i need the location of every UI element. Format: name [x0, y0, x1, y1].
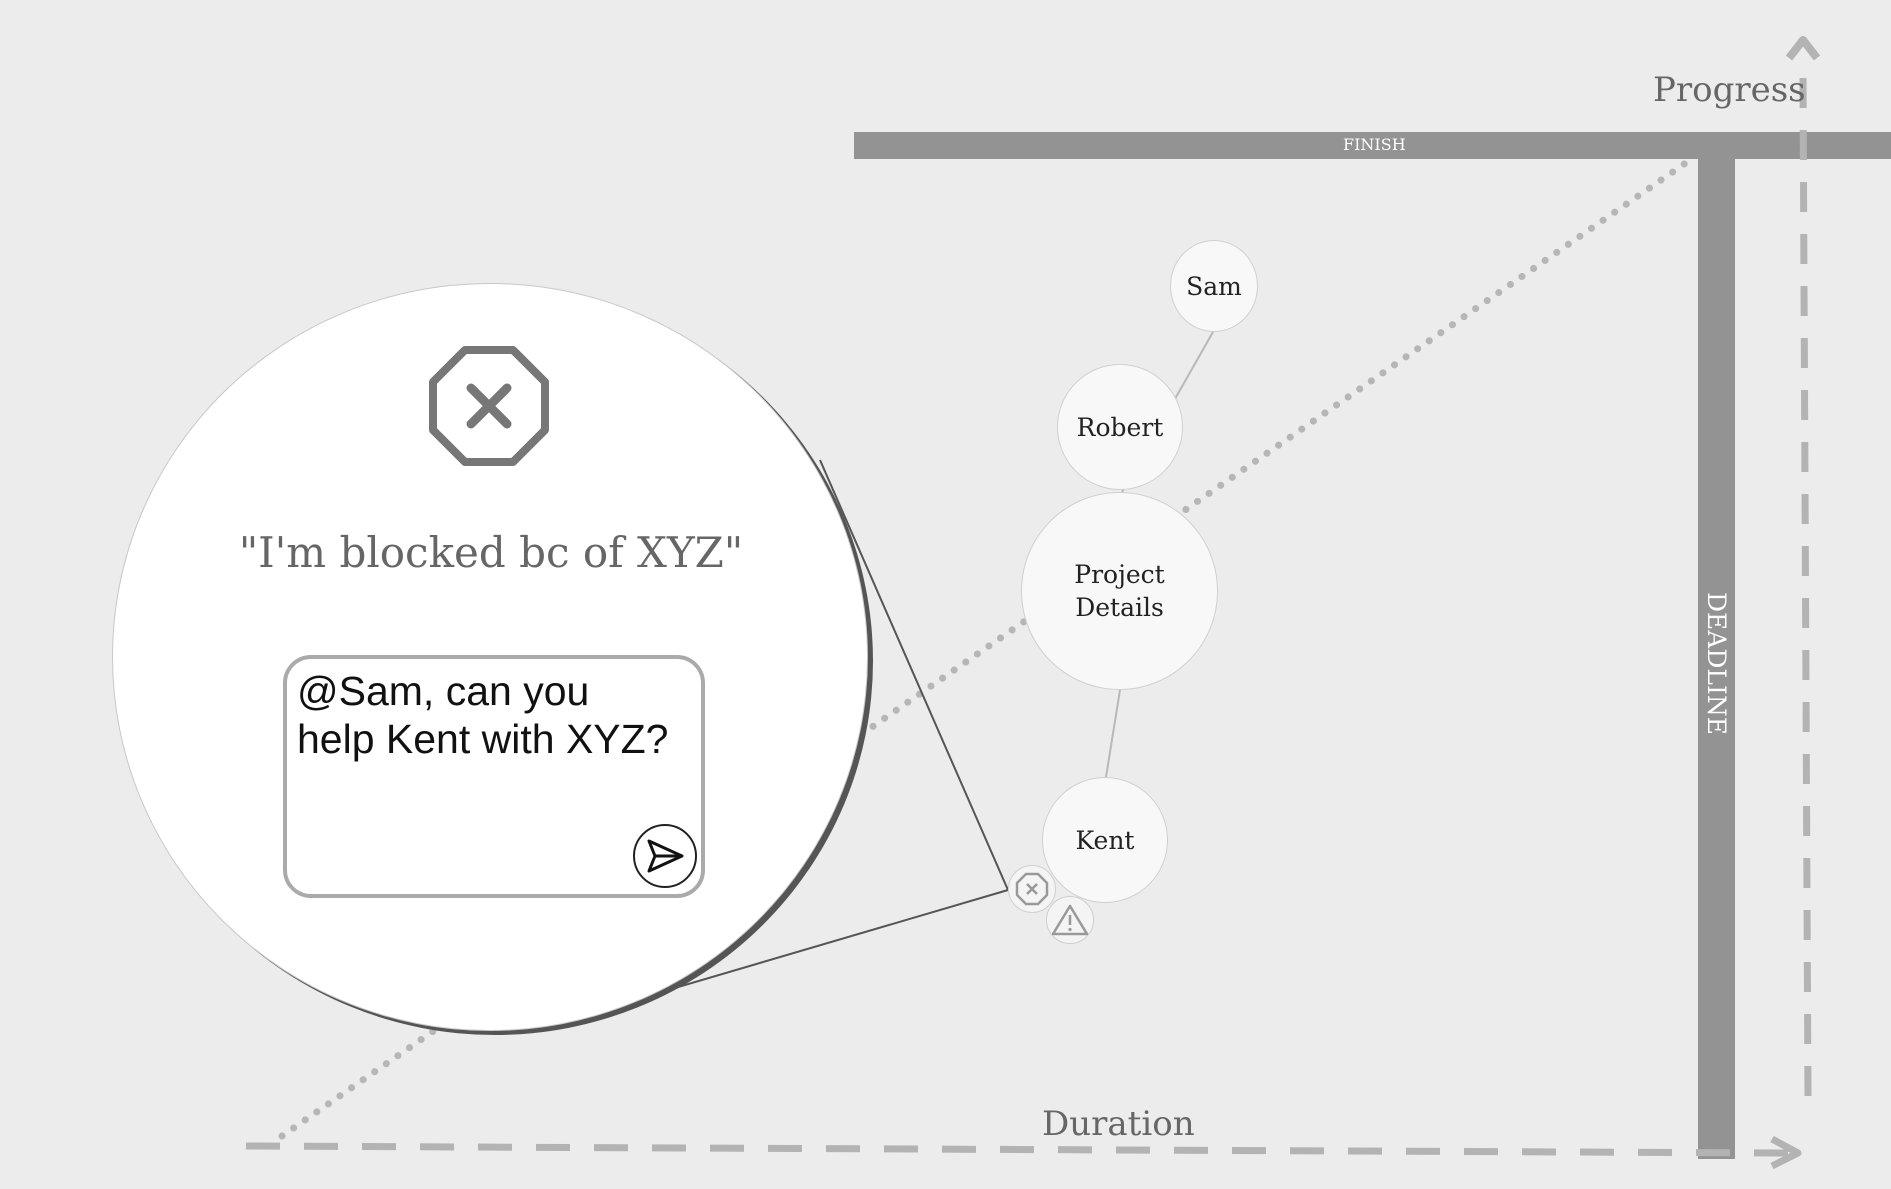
octagon-x-icon	[1015, 872, 1049, 906]
reply-input-box[interactable]: @Sam, can you help Kent with XYZ?	[283, 655, 705, 898]
node-sam-label: Sam	[1186, 271, 1242, 301]
node-kent[interactable]: Kent	[1042, 777, 1168, 903]
node-kent-label: Kent	[1075, 825, 1135, 855]
duration-axis-arrowhead	[1770, 1135, 1802, 1170]
node-project-label-line2: Details	[1075, 593, 1164, 622]
node-sam[interactable]: Sam	[1170, 240, 1258, 332]
warning-triangle-icon	[1051, 904, 1089, 936]
octagon-x-icon	[429, 346, 549, 466]
reply-text-line1: @Sam, can you	[297, 668, 590, 714]
node-project-label-line1: Project	[1074, 560, 1165, 589]
node-robert[interactable]: Robert	[1057, 364, 1183, 490]
duration-axis-label: Duration	[1042, 1104, 1195, 1144]
deadline-label: DEADLINE	[1702, 592, 1731, 735]
reply-text-line2: help Kent with XYZ?	[297, 716, 669, 762]
progress-axis-arrowhead	[1785, 36, 1821, 61]
warning-status-badge[interactable]	[1046, 896, 1094, 944]
send-arrow-icon	[647, 839, 684, 873]
callout-line-top	[819, 459, 1009, 891]
duration-axis	[245, 1142, 1789, 1157]
node-robert-label: Robert	[1076, 412, 1164, 442]
blocked-status-badge[interactable]	[1008, 865, 1056, 913]
callout-line-bottom	[599, 889, 1009, 1011]
deadline-bar	[1698, 159, 1735, 1159]
blocker-quote: "I'm blocked bc of XYZ"	[238, 528, 744, 577]
connector-project-kent	[1105, 689, 1121, 778]
node-project-details[interactable]: Project Details	[1021, 492, 1218, 690]
finish-bar	[854, 132, 1891, 159]
zoom-detail-circle: "I'm blocked bc of XYZ" @Sam, can you he…	[112, 283, 868, 1031]
finish-label: FINISH	[1343, 135, 1406, 154]
progress-axis-label: Progress	[1653, 70, 1806, 110]
reply-input-text[interactable]: @Sam, can you help Kent with XYZ?	[297, 667, 697, 763]
send-button[interactable]	[633, 824, 697, 888]
progress-axis	[1799, 77, 1812, 1101]
